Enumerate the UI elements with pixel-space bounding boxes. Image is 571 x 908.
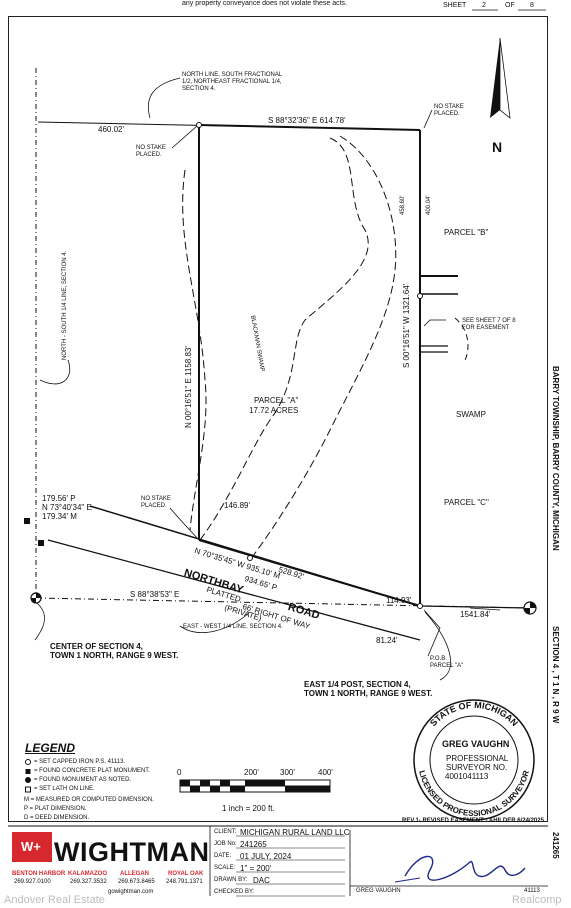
revision-note: REV.1- REVISED EASEMENT - AHILDER 6/24/2… xyxy=(402,818,544,824)
office-phone: 248.791.1371 xyxy=(166,879,203,885)
dist-179p: 179.56' P xyxy=(42,494,76,503)
east-post-note-2: TOWN 1 NORTH, RANGE 9 WEST. xyxy=(304,689,433,698)
surveyor-name: GREG VAUGHN xyxy=(356,888,401,894)
legend-item: M = MEASURED OR COMPUTED DIMENSION. xyxy=(24,797,154,803)
east-post-note-1: EAST 1/4 POST, SECTION 4, xyxy=(304,680,411,689)
job-value: 241265 xyxy=(240,840,267,849)
office-phone: 269.327.3532 xyxy=(70,879,107,885)
svg-text:STATE OF MICHIGAN: STATE OF MICHIGAN xyxy=(428,700,520,728)
parcel-b-label: PARCEL "B" xyxy=(444,228,489,237)
scale-tick-200: 200' xyxy=(244,768,259,777)
license-number: 41113 xyxy=(524,888,540,894)
scale-tick-0: 0 xyxy=(177,768,182,777)
dist-114: 114.93' xyxy=(386,596,412,605)
watermark-right: Realcomp xyxy=(512,894,562,906)
legend-item: D = DEED DIMENSION. xyxy=(24,815,90,821)
company-website: gowightman.com xyxy=(108,889,154,895)
seal-name: GREG VAUGHN xyxy=(442,739,510,749)
legend-item: = SET LATH ON LINE. xyxy=(34,786,95,792)
see-sheet-note: SEE SHEET 7 OF 8 FOR EASEMENT xyxy=(462,318,516,331)
parcel-a-acres: 17.72 ACRES xyxy=(249,406,299,415)
company-logo-mark: W+ xyxy=(12,832,52,862)
sheet-label: SHEET xyxy=(443,2,467,9)
dist-146: 146.89' xyxy=(224,501,250,510)
legend-item: = FOUND CONCRETE PLAT MONUMENT. xyxy=(34,768,150,774)
scale-tick-300: 300' xyxy=(280,768,295,777)
center-section-note-1: CENTER OF SECTION 4, xyxy=(50,642,143,651)
date-value: 01 JULY, 2024 xyxy=(240,852,292,861)
ew-quarter-line-note-1: EAST - WEST 1/4 LINE, SECTION 4. xyxy=(183,624,283,630)
pob-parcel-label: PARCEL "A" xyxy=(430,663,464,669)
center-section-note-2: TOWN 1 NORTH, RANGE 9 WEST. xyxy=(50,651,179,660)
job-label: JOB No: xyxy=(214,841,237,847)
logo-mark-text: W+ xyxy=(21,839,41,854)
drawn-label: DRAWN BY: xyxy=(214,877,248,883)
checked-label: CHECKED BY: xyxy=(214,889,255,895)
of-label: OF xyxy=(505,2,515,9)
scale-value: 1" = 200' xyxy=(240,864,272,873)
legend-title: LEGEND xyxy=(25,741,76,755)
seal-line1: PROFESSIONAL xyxy=(446,754,509,763)
bearing-top: S 88°32'36" E 614.78' xyxy=(268,116,346,125)
top-note: any property conveyance does not violate… xyxy=(182,0,347,7)
dist-81: 81.24' xyxy=(376,636,398,645)
seal-line2: SURVEYOR NO. xyxy=(446,763,508,772)
date-label: DATE: xyxy=(214,853,232,859)
pob-label: P.O.B. xyxy=(430,656,447,662)
office-city: ROYAL OAK xyxy=(168,871,204,877)
drawn-value: DAC xyxy=(253,876,270,885)
office-city: KALAMAZOO xyxy=(68,871,107,877)
scale-note: 1 inch = 200 ft. xyxy=(222,804,275,813)
no-stake-note-3: NO STAKE PLACED. xyxy=(141,496,171,509)
parcel-a-label: PARCEL "A" xyxy=(254,396,299,405)
client-value: MICHIGAN RURAL LAND LLC xyxy=(240,828,350,837)
seal-number: 4001041113 xyxy=(445,772,489,781)
sheet-total: 8 xyxy=(530,2,534,9)
legend-item: = SET CAPPED IRON P.S. 41113. xyxy=(34,759,126,765)
office-city: BENTON HARBOR xyxy=(12,871,66,877)
drawing-frame xyxy=(8,16,548,822)
legend-item: P = PLAT DIMENSION. xyxy=(24,806,87,812)
sheet-number: 2 xyxy=(482,2,486,9)
north-arrow-label: N xyxy=(492,139,503,155)
dist-179m: 179.34' M xyxy=(42,512,77,521)
office-phone: 269.673.8465 xyxy=(118,879,155,885)
parcel-c-label: PARCEL "C" xyxy=(444,498,489,507)
office-phone: 269.927.0100 xyxy=(14,879,51,885)
no-stake-note-1: NO STAKE PLACED. xyxy=(434,104,464,117)
scale-label: SCALE: xyxy=(214,865,236,871)
dist-460: 460.02' xyxy=(98,125,124,134)
no-stake-note-2: NO STAKE PLACED. xyxy=(136,145,166,158)
watermark-left: Andover Real Estate xyxy=(4,894,105,906)
scale-tick-400: 400' xyxy=(318,768,333,777)
client-label: CLIENT: xyxy=(214,829,237,835)
bearing-nw: N 73°40'34" E xyxy=(42,503,92,512)
legend-item: = FOUND MONUMENT AS NOTED. xyxy=(34,777,132,783)
company-name: WIGHTMAN xyxy=(54,837,210,867)
north-line-note: NORTH LINE, SOUTH FRACTIONAL 1/2, NORTHE… xyxy=(182,72,283,92)
bearing-ew: S 88°38'53" E xyxy=(130,590,180,599)
office-city: ALLEGAN xyxy=(120,871,149,877)
swamp-label: SWAMP xyxy=(456,410,486,419)
dist-1541: 1541.84' xyxy=(460,610,491,619)
